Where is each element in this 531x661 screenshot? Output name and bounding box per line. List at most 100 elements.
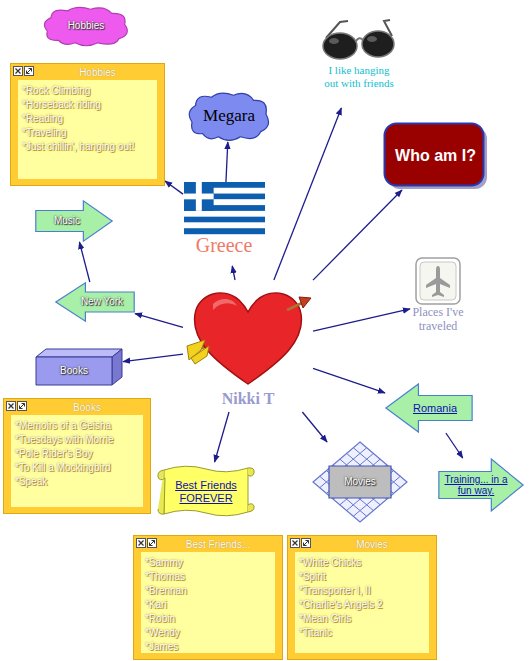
label-area: Best Friends FOREVER <box>156 462 256 522</box>
label-area: Books <box>35 347 123 387</box>
connector-line <box>274 108 341 280</box>
window-buttons <box>136 538 158 549</box>
node-label: Music <box>54 215 80 227</box>
resize-button <box>18 402 27 411</box>
diamond-outline <box>313 442 407 522</box>
label-area: Romania <box>385 383 473 433</box>
label-area: Nikki T <box>183 390 313 412</box>
window-buttons <box>13 66 35 77</box>
arrow-outline <box>36 201 112 241</box>
node-label: I like hanging out with friends <box>324 64 394 89</box>
list-row: *Robin <box>145 611 271 625</box>
arrow-outline <box>439 459 523 511</box>
node-label: Megara <box>203 106 255 126</box>
list-item: *White Chicks <box>299 557 361 568</box>
note-panel: Books *Memoirs of a Geisha *Tuesdays with … <box>3 398 151 514</box>
scroll-curl <box>158 470 165 514</box>
node-label: Books <box>60 365 88 377</box>
panel-title: Best Friends... <box>186 539 250 550</box>
list-row: *Rock Climbing <box>22 83 153 97</box>
node-label: Who am I? <box>395 147 476 165</box>
label-area: Hobbies <box>40 5 132 47</box>
flag-stripe <box>184 228 265 234</box>
panel-title-bar: Books <box>28 400 146 414</box>
window-buttons <box>290 538 312 549</box>
airplane-symbol <box>426 266 450 297</box>
label-area: Who am I? <box>383 122 488 190</box>
label-area: Music <box>35 200 113 242</box>
grid-center-box <box>329 466 391 498</box>
list-row: *White Chicks <box>299 555 425 569</box>
list-item: *Tuesdays with Morrie <box>15 434 114 445</box>
arrow-fletching <box>191 346 209 364</box>
arrow-point <box>299 297 311 308</box>
arrow-outline <box>56 283 134 321</box>
label-area: Places I've traveled <box>410 306 466 349</box>
list-item: *Titanic <box>299 627 332 638</box>
plane-icon-svg <box>410 256 466 306</box>
resize-button <box>25 67 34 76</box>
box-3d: Books <box>35 347 123 387</box>
list-item: *Pole Rider's Boy <box>15 448 93 459</box>
list-item: *To Kill a Mockingbird <box>15 462 111 473</box>
connector-line <box>215 412 229 462</box>
flag-node: Greece <box>183 182 265 266</box>
connector-line <box>446 433 463 458</box>
list-row: *James <box>145 639 271 653</box>
list-row: *Titanic <box>299 625 425 639</box>
list-row: *Spirit <box>299 569 425 583</box>
list-item: *James <box>145 641 178 652</box>
connector-line <box>302 412 327 442</box>
arrow-shape: New York <box>55 282 135 322</box>
list-item: *Wendy <box>145 627 180 638</box>
arrow-shaft <box>287 303 302 310</box>
list-item: *Transporter I, II <box>299 585 371 596</box>
label-area: Greece <box>183 234 265 266</box>
list-row: *Horseback riding <box>22 97 153 111</box>
grid-diamond: Movies <box>313 442 407 522</box>
connector-line <box>135 314 183 328</box>
list-item: *Traveling <box>22 127 67 138</box>
node-label: Training... in a fun way. <box>442 474 510 497</box>
lens-shine <box>329 38 339 44</box>
connector-line <box>313 190 402 280</box>
list-item: *Reading <box>22 113 63 124</box>
connector-line <box>232 266 235 280</box>
resize-glyph <box>27 69 32 74</box>
flag-stripe <box>184 222 265 228</box>
panel-title-bar: Hobbies <box>35 65 160 79</box>
list-item: *Speak <box>15 476 47 487</box>
close-cross <box>16 69 21 74</box>
panel-title: Books <box>73 402 101 413</box>
heart-highlight <box>213 299 237 310</box>
close-cross <box>9 404 14 409</box>
central-node: Nikki T <box>183 280 313 412</box>
list-row: *Memoirs of a Geisha <box>15 418 139 432</box>
scroll-banner: Best Friends FOREVER <box>156 462 256 522</box>
list-row: *To Kill a Mockingbird <box>15 460 139 474</box>
glasses-lens <box>323 33 357 59</box>
node-label: Romania <box>413 402 457 415</box>
connector-line <box>313 368 385 393</box>
box-top <box>36 349 122 357</box>
panel-body: *White Chicks*Spirit *Transporter I, II*C… <box>295 552 429 653</box>
list-row: *Brennan <box>145 583 271 597</box>
label-area: New York <box>55 282 135 322</box>
lens-shine <box>367 36 377 42</box>
list-item: *Just chillin', hanging out! <box>22 141 135 152</box>
close-button <box>291 539 300 548</box>
list-row: *Charlie's Angels 2 <box>299 597 425 611</box>
list-item: *Thomas <box>145 571 185 582</box>
node-label: Greece <box>196 234 253 257</box>
flag-stripe <box>184 211 265 217</box>
glasses-bridge <box>356 38 363 41</box>
cloud-outline <box>189 93 268 140</box>
close-button <box>7 402 16 411</box>
resize-glyph <box>150 541 155 546</box>
resize-button <box>148 539 157 548</box>
image-node: Places I've traveled <box>410 256 466 349</box>
label-area: Megara <box>185 90 273 142</box>
list-item: *Memoirs of a Geisha <box>15 420 111 431</box>
note-panel: Movies*White Chicks*Spirit*Transporter I… <box>287 535 437 660</box>
